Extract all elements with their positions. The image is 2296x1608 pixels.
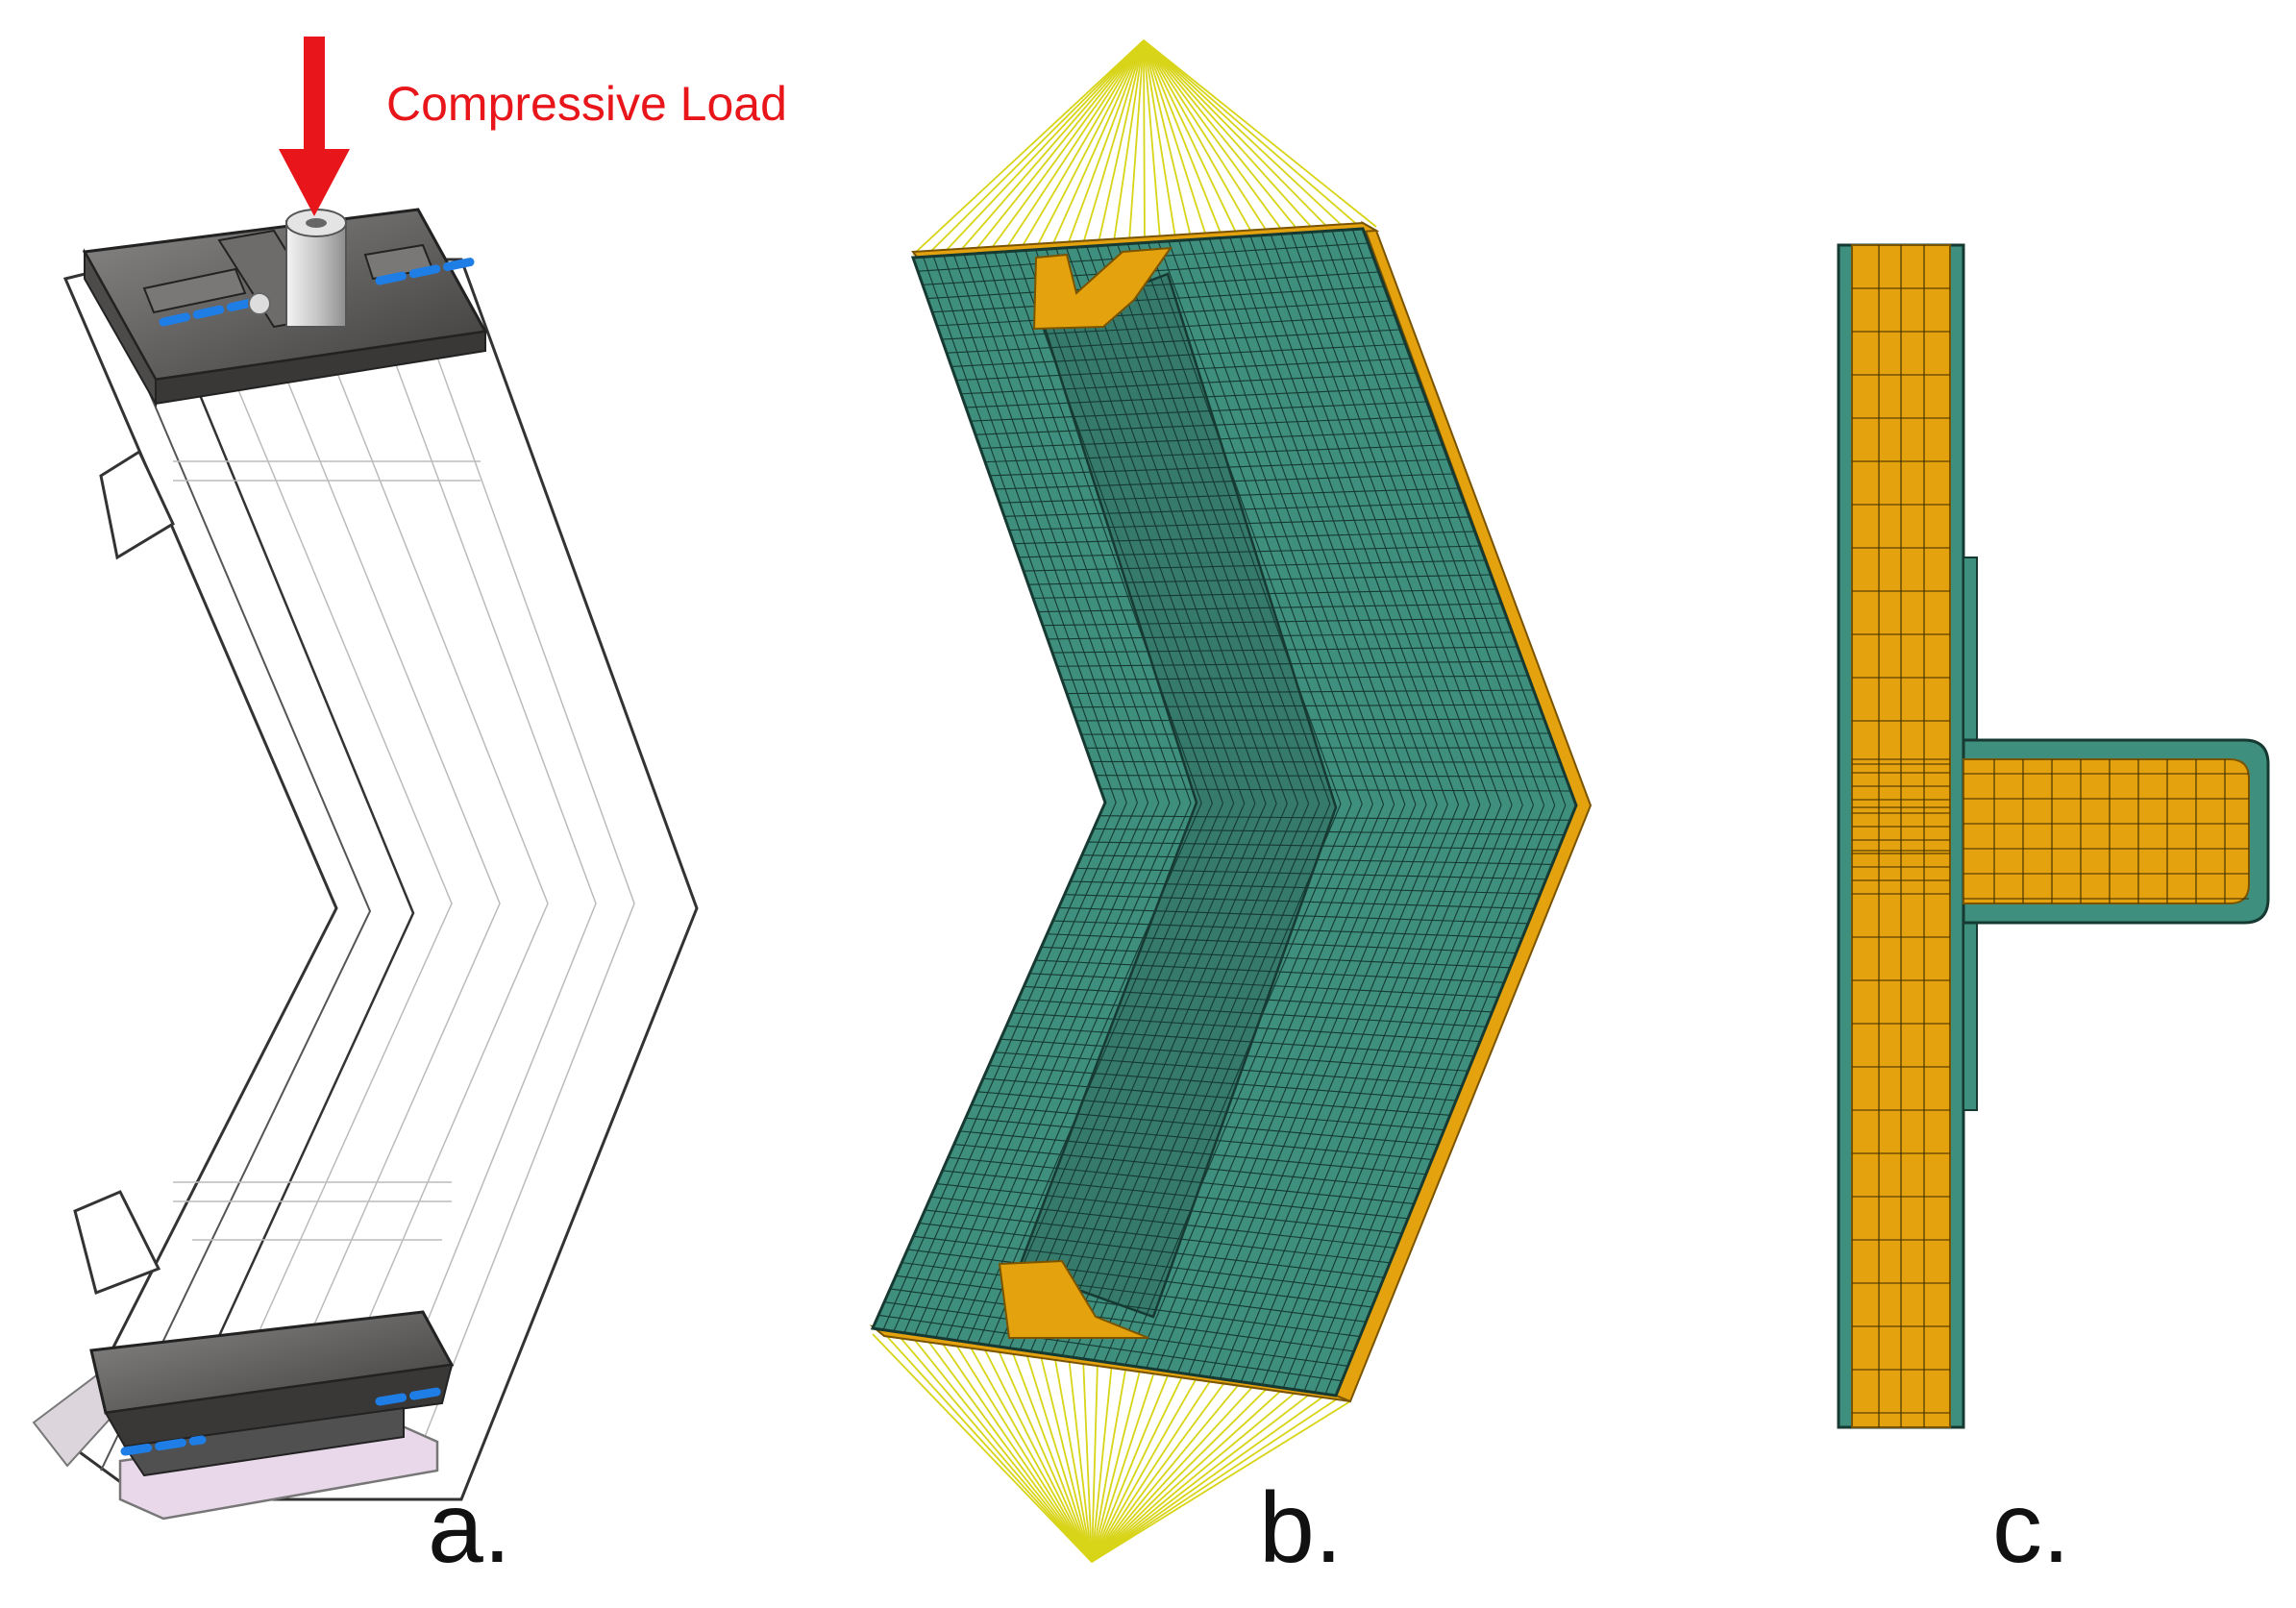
lower-side-tab (73, 1190, 161, 1296)
panel-a-fixture-drawing: Compressive Load (32, 37, 787, 1521)
pin-icon (120, 1387, 442, 1456)
panel-label-a: a. (428, 1472, 511, 1584)
panel-label-c: c. (1992, 1472, 2070, 1584)
load-cylinder (285, 220, 347, 328)
panel-label-b: b. (1259, 1472, 1343, 1584)
panel-c-cross-section (1837, 243, 2270, 1429)
section-grid-lines (1852, 245, 2249, 1427)
flange-orange-core (1963, 758, 2250, 904)
specimen-outline (62, 258, 699, 1501)
mesh-grid-lines (877, 229, 1571, 1395)
stiffener-section-top (1032, 246, 1173, 331)
compressive-load-label: Compressive Load (386, 77, 787, 131)
constraint-lines-bottom (872, 1333, 1351, 1563)
down-arrow-icon (279, 37, 350, 216)
bottom-fixture (32, 1310, 455, 1521)
upper-side-tab (99, 449, 175, 560)
panel-b-fe-mesh (869, 39, 1592, 1563)
pin-icon (159, 257, 478, 327)
constraint-lines-top (912, 39, 1377, 256)
specimen-inner-edge (100, 278, 372, 1472)
stiffener-section-bottom (998, 1259, 1149, 1339)
top-fixture (82, 208, 488, 408)
hidden-lines (173, 278, 635, 1481)
specimen-back-edge (142, 259, 415, 1500)
